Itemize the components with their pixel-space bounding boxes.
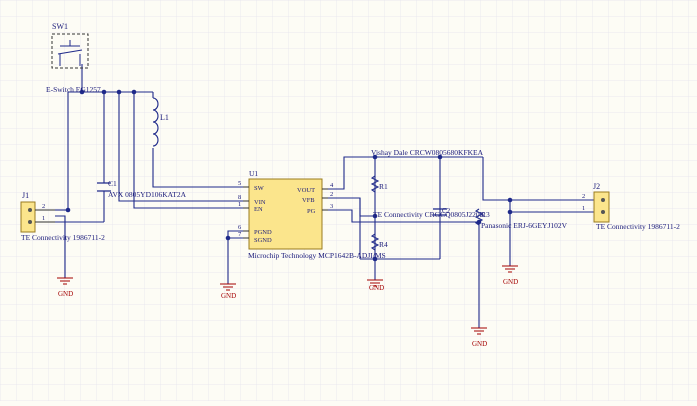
r1-designator: R1 (379, 182, 388, 191)
j1-pin-2: 2 (42, 203, 45, 210)
u1-pin4-name: VOUT (297, 187, 315, 194)
c2-designator: C2 (442, 207, 451, 215)
u1-pin3-name: PG (307, 208, 316, 215)
gnd-label: GND (221, 292, 236, 300)
u1-pin5-name: SW (254, 185, 265, 192)
u1-pin4-num: 4 (330, 182, 334, 189)
l1-inductor[interactable]: L1 (152, 97, 169, 147)
j2-part-name: TE Connectivity 1986711-2 (596, 222, 680, 231)
c1-capacitor[interactable]: C1 AVX 0805YD106KAT2A (97, 179, 187, 199)
u1-pin8-num: 8 (238, 194, 241, 201)
j2-designator: J2 (593, 182, 600, 191)
u1-pin6-name: PGND (254, 229, 272, 236)
gnd-label: GND (472, 340, 487, 348)
j1-designator: J1 (22, 191, 29, 200)
u1-pin5-num: 5 (238, 180, 241, 187)
j2-pin-1: 1 (582, 205, 585, 212)
gnd-label: GND (503, 278, 518, 286)
gnd-symbol-j1: GND (57, 277, 73, 298)
u1-ic[interactable]: U1 5 SW 8 VIN 1 EN 6 PGND 7 SGND 4 VOUT … (238, 169, 386, 260)
u1-pin2-num: 2 (330, 191, 333, 198)
r3-designator: R3 (481, 210, 490, 219)
u1-pin7-num: 7 (238, 231, 242, 238)
sw1-part-name: E-Switch EG1257 (46, 85, 101, 94)
j2-pin-2: 2 (582, 193, 585, 200)
c1-part-name: AVX 0805YD106KAT2A (108, 190, 187, 199)
sw1-designator: SW1 (52, 22, 68, 31)
r1-part-name: Vishay Dale CRCW0805680KFKEA (371, 148, 484, 157)
u1-pin2-name: VFB (302, 197, 315, 204)
j1-pin-1: 1 (42, 215, 45, 222)
u1-part-name: Microchip Technology MCP1642B-ADJI/MS (248, 251, 386, 260)
gnd-label: GND (369, 284, 384, 292)
gnd-symbol-divider: GND (367, 279, 384, 292)
u1-pin6-num: 6 (238, 224, 242, 231)
r4-designator: R4 (379, 240, 388, 249)
r4-resistor[interactable]: R4 (370, 233, 388, 251)
c2-part-name: TE Connectivity CRGCQ0805J220K (373, 210, 486, 219)
gnd-symbol-r3: GND (471, 327, 487, 348)
u1-pin3-num: 3 (330, 203, 333, 210)
gnd-symbol-j2: GND (502, 265, 518, 286)
u1-pin8-name: VIN (254, 199, 266, 206)
sw1-switch[interactable]: SW1 E-Switch EG1257 (46, 22, 101, 94)
gnd-label: GND (58, 290, 73, 298)
j1-connector[interactable]: J1 2 1 TE Connectivity 1986711-2 (20, 191, 105, 242)
r3-resistor[interactable]: R3 Panasonic ERJ-6GEYJ102V (474, 208, 568, 230)
l1-designator: L1 (160, 113, 169, 122)
u1-designator: U1 (249, 169, 258, 178)
j2-connector[interactable]: J2 2 1 TE Connectivity 1986711-2 (582, 182, 680, 231)
r3-part-name: Panasonic ERJ-6GEYJ102V (481, 221, 568, 230)
u1-pin7-name: SGND (254, 237, 272, 244)
c1-designator: C1 (108, 179, 117, 188)
c2-capacitor[interactable]: TE Connectivity CRGCQ0805J220K C2 (373, 207, 486, 219)
gnd-symbol-u1: GND (220, 283, 236, 300)
u1-pin1-name: EN (254, 206, 263, 213)
j1-part-name: TE Connectivity 1986711-2 (21, 233, 105, 242)
u1-pin1-num: 1 (238, 201, 241, 208)
r1-resistor[interactable]: Vishay Dale CRCW0805680KFKEA R1 (370, 148, 484, 193)
